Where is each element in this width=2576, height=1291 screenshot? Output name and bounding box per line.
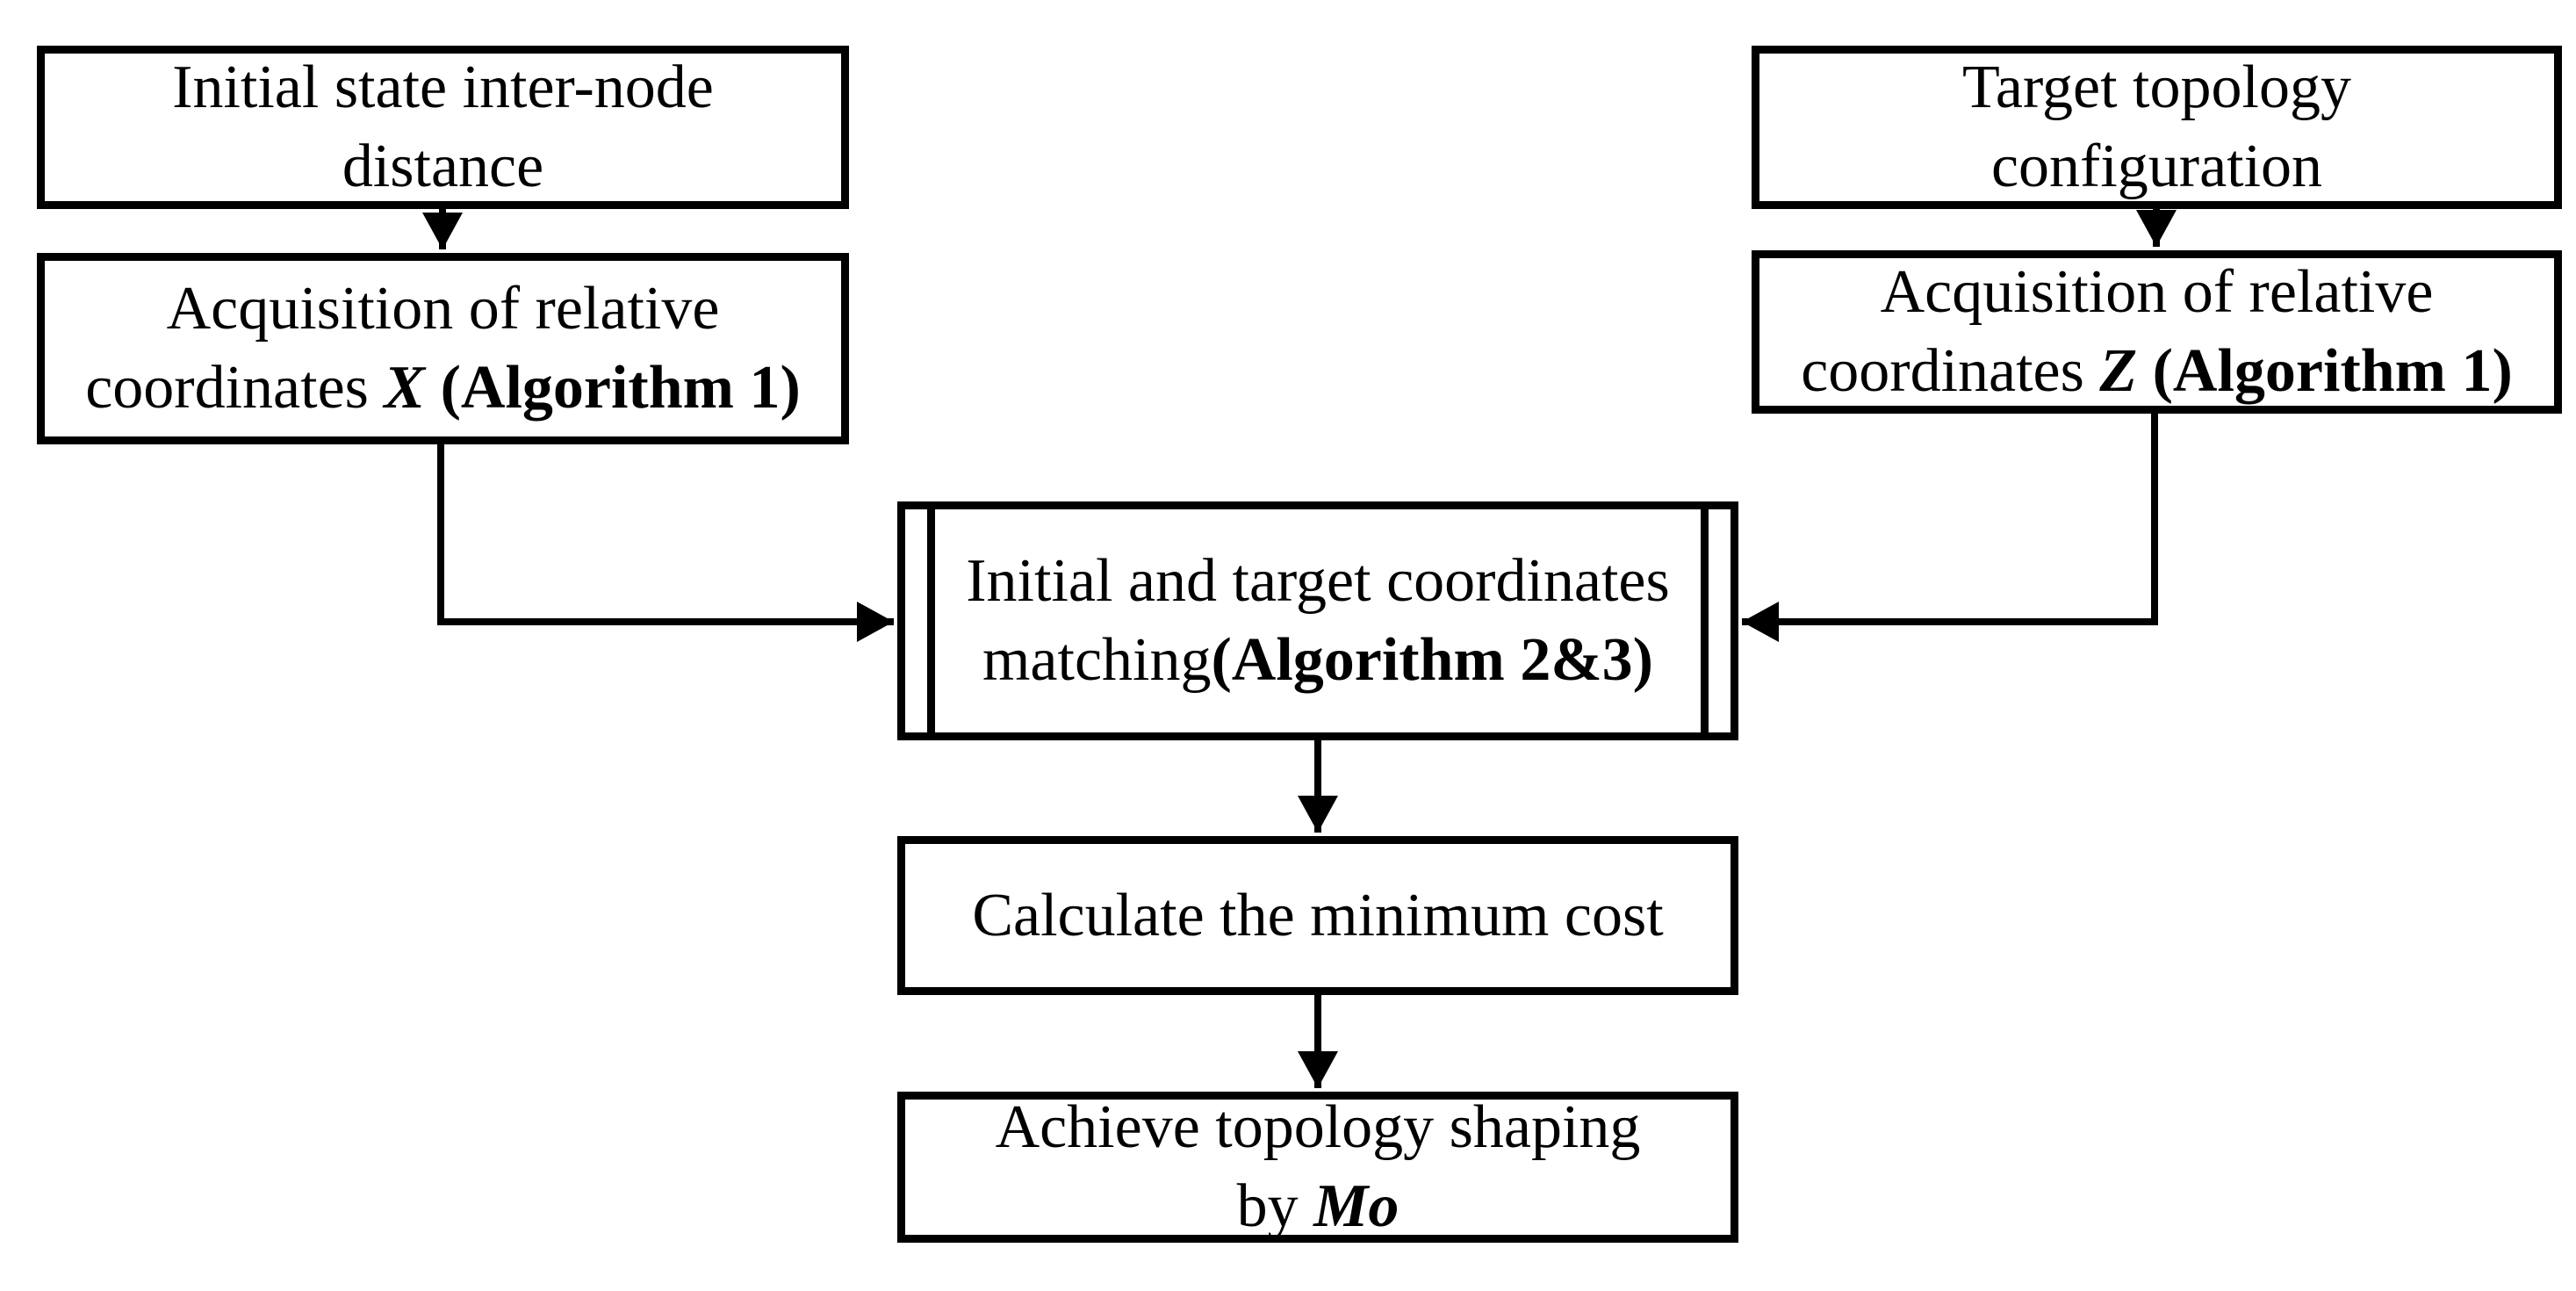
node-label-line: Achieve topology shaping	[995, 1093, 1641, 1161]
flowchart-node-acquisition-z: Acquisition of relative coordinates Z (A…	[1752, 250, 2562, 414]
flowchart-node-achieve-shaping: Achieve topology shaping by Mo	[897, 1092, 1738, 1243]
predefined-process-bar-right	[1701, 509, 1709, 732]
flowchart-node-acquisition-x: Acquisition of relative coordinates X (A…	[37, 253, 849, 444]
node-label: Achieve topology shaping by Mo	[996, 1088, 1641, 1246]
node-label-line: Initial state inter-node	[172, 54, 714, 121]
node-label-line: coordinates Z (Algorithm 1)	[1801, 332, 2513, 411]
flowchart-node-coordinates-matching: Initial and target coordinates matching(…	[897, 501, 1738, 740]
node-label: Calculate the minimum cost	[972, 876, 1663, 956]
node-label: Acquisition of relative coordinates X (A…	[85, 270, 801, 428]
label-variable-mo: Mo	[1313, 1172, 1400, 1240]
arrow-acq-z-to-matching	[1742, 414, 2158, 642]
label-text: coordinates	[1801, 337, 2100, 405]
predefined-process-bar-left	[927, 509, 935, 732]
node-label-line: Acquisition of relative	[1880, 258, 2434, 326]
node-label-line: matching(Algorithm 2&3)	[966, 621, 1669, 700]
label-variable-z: Z	[2099, 337, 2138, 405]
label-algorithm-ref: (Algorithm 1)	[425, 354, 801, 422]
node-label-line: Acquisition of relative	[166, 275, 720, 343]
label-text: by	[1236, 1172, 1314, 1240]
label-text: coordinates	[85, 354, 385, 422]
node-label: Acquisition of relative coordinates Z (A…	[1801, 253, 2513, 411]
node-label-line: distance	[342, 133, 544, 200]
flowchart-node-minimum-cost: Calculate the minimum cost	[897, 836, 1738, 995]
flowchart-node-initial-state: Initial state inter-node distance	[37, 46, 849, 209]
node-label-line: configuration	[1990, 133, 2323, 200]
label-algorithm-ref: (Algorithm 2&3)	[1211, 626, 1653, 694]
node-label-line: Target topology	[1962, 54, 2351, 121]
flowchart-node-target-topology: Target topology configuration	[1752, 46, 2562, 209]
node-label-line: Calculate the minimum cost	[972, 881, 1664, 949]
node-label-line: coordinates X (Algorithm 1)	[85, 349, 801, 428]
arrow-acq-x-to-matching	[437, 444, 894, 642]
label-algorithm-ref: (Algorithm 1)	[2137, 337, 2513, 405]
label-text: matching	[982, 626, 1212, 694]
node-label: Initial state inter-node distance	[172, 48, 714, 206]
node-label-line: Initial and target coordinates	[966, 547, 1670, 615]
node-label: Target topology configuration	[1962, 48, 2351, 206]
node-label-line: by Mo	[996, 1167, 1641, 1246]
node-label: Initial and target coordinates matching(…	[927, 542, 1708, 700]
label-variable-x: X	[384, 354, 426, 422]
